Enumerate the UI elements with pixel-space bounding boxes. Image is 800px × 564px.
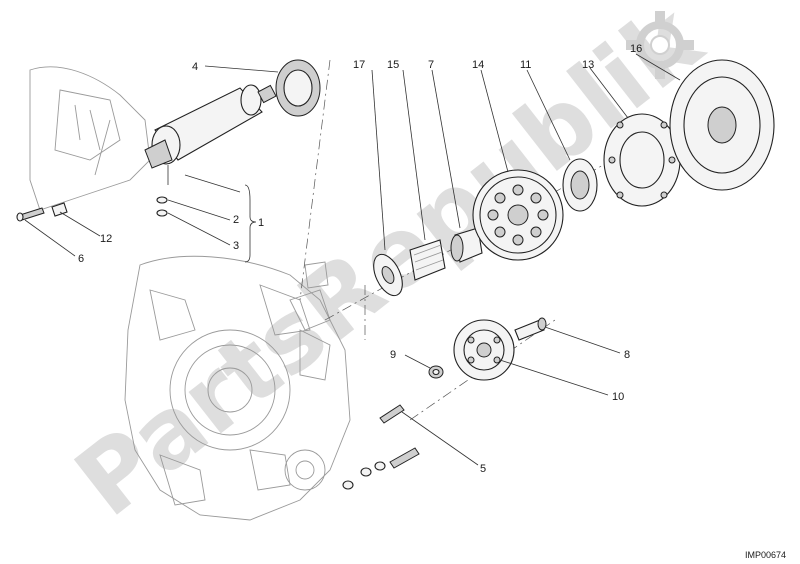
- bushing-7: [450, 227, 483, 263]
- washers-2-3: [156, 196, 168, 217]
- callout-16: 16: [630, 43, 642, 55]
- idler-gear-10: [453, 319, 515, 381]
- callout-10: 10: [612, 391, 624, 403]
- screw-5: [342, 404, 420, 490]
- callout-labels: 1 2 3 4 5 6 7 8 9 10 11 12 13 14 15 16 1…: [78, 43, 642, 475]
- callout-3: 3: [233, 240, 239, 252]
- engine-case-sketch: [29, 66, 351, 521]
- spacer-12: [51, 202, 68, 217]
- callout-7: 7: [428, 59, 434, 71]
- needle-bearing-15: [409, 239, 446, 281]
- leader-lines: [24, 53, 681, 466]
- callout-11: 11: [520, 59, 531, 71]
- starter-motor: [144, 84, 277, 185]
- image-code: IMP00674: [745, 550, 786, 560]
- flywheel-16: [669, 59, 775, 191]
- callout-8: 8: [624, 349, 630, 361]
- callout-17: 17: [353, 59, 365, 71]
- freewheel-body-13: [603, 113, 681, 207]
- callout-2: 2: [233, 214, 239, 226]
- gear-watermark-icon: [626, 11, 694, 79]
- screw-6: [16, 207, 45, 222]
- callout-4: 4: [192, 61, 198, 73]
- callout-12: 12: [100, 233, 112, 245]
- callout-1: 1: [258, 217, 264, 229]
- freewheel-11: [562, 158, 598, 212]
- callout-5: 5: [480, 463, 486, 475]
- callout-6: 6: [78, 253, 84, 265]
- o-ring-4: [275, 59, 321, 117]
- nut-9: [428, 365, 444, 379]
- callout-13: 13: [582, 59, 594, 71]
- washer-17: [373, 253, 403, 297]
- callout-14: 14: [472, 59, 484, 71]
- double-gear-14: [472, 169, 564, 261]
- callout-9: 9: [390, 349, 396, 361]
- pin-8: [514, 317, 547, 341]
- callout-15: 15: [387, 59, 399, 71]
